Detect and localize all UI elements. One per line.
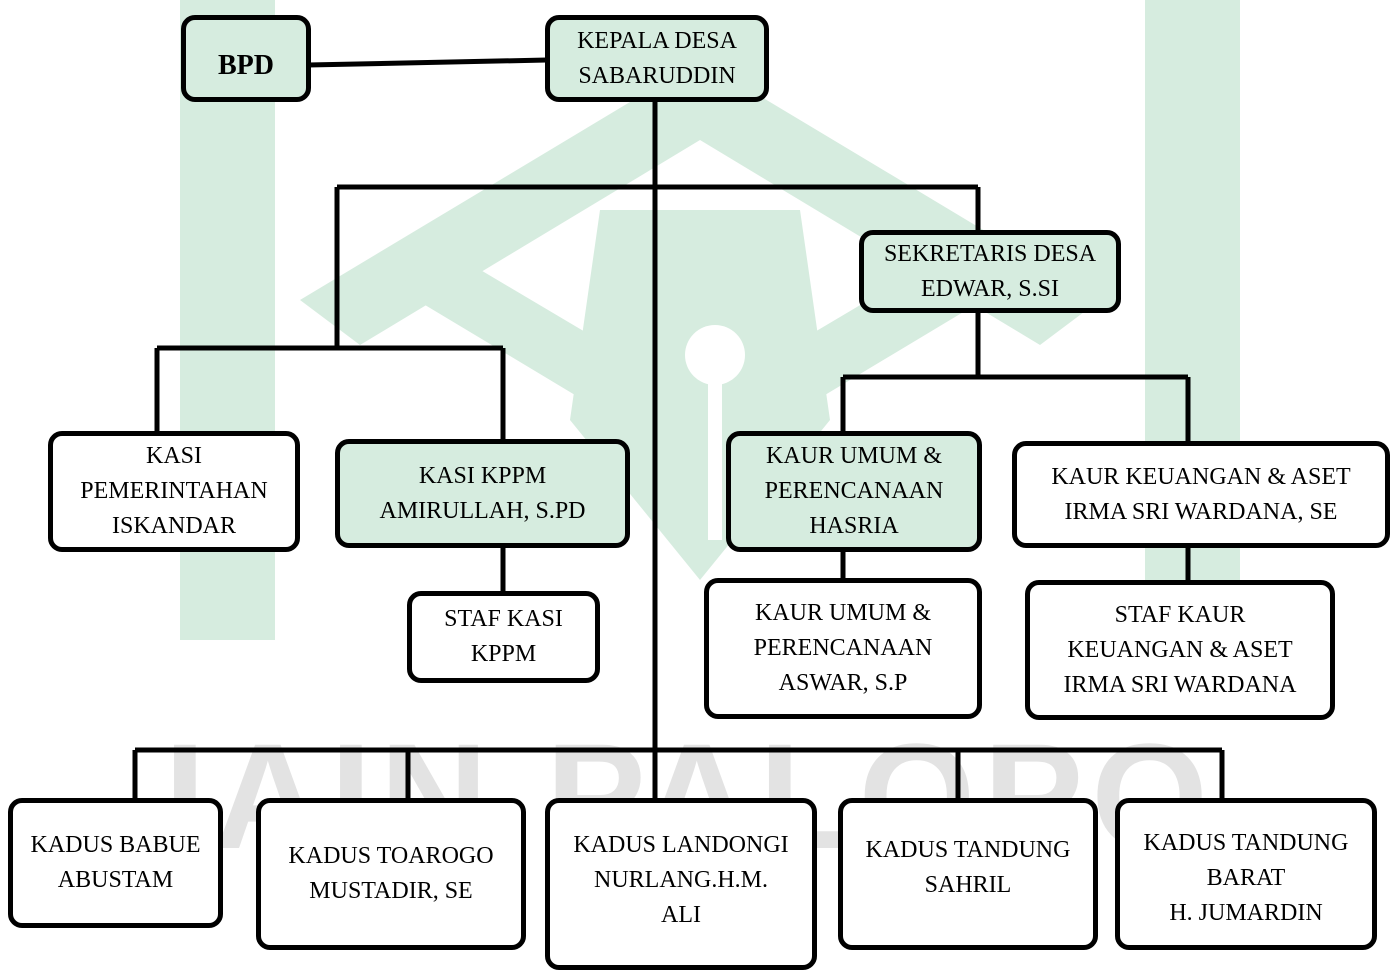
kaur-keuangan-box: KAUR KEUANGAN & ASET IRMA SRI WARDANA, S…: [1012, 441, 1390, 548]
kadus-tandung-barat-name: H. JUMARDIN: [1169, 899, 1323, 926]
kaur-umum-staf-line2: PERENCANAAN: [753, 635, 933, 661]
kaur-umum-line1: KAUR UMUM &: [765, 443, 942, 469]
kasi-pemerintahan-line1: KASI: [145, 443, 202, 469]
kadus-babue-box: KADUS BABUE ABUSTAM: [8, 798, 223, 928]
kepala-desa-title: KEPALA DESA: [577, 27, 737, 54]
kasi-pemerintahan-box: KASI PEMERINTAHAN ISKANDAR: [48, 431, 300, 552]
kadus-toarogo-name: MUSTADIR, SE: [309, 878, 473, 904]
kadus-tandung-title: KADUS TANDUNG: [865, 837, 1071, 863]
bpd-box: BPD: [181, 15, 311, 102]
kadus-tandung-name: SAHRIL: [924, 872, 1012, 898]
kaur-keuangan-title: KAUR KEUANGAN & ASET: [1051, 463, 1351, 490]
kepala-desa-box: KEPALA DESA SABARUDDIN: [545, 15, 769, 102]
kadus-tandung-box: KADUS TANDUNG SAHRIL: [838, 798, 1098, 950]
kaur-umum-staf-box: KAUR UMUM & PERENCANAAN ASWAR, S.P: [704, 578, 982, 719]
kaur-umum-line2: PERENCANAAN: [764, 478, 944, 504]
staf-kasi-kppm-line1: STAF KASI: [444, 606, 563, 632]
kadus-tandung-barat-line2: BARAT: [1206, 864, 1286, 891]
kasi-kppm-title: KASI KPPM: [418, 462, 547, 489]
staf-kaur-keuangan-line1: STAF KAUR: [1114, 601, 1246, 628]
sekretaris-desa-box: SEKRETARIS DESA EDWAR, S.SI: [859, 230, 1121, 313]
kadus-landongi-name1: NURLANG.H.M.: [594, 866, 768, 893]
kadus-tandung-barat-title: KADUS TANDUNG: [1143, 829, 1349, 856]
sekretaris-name: EDWAR, S.SI: [920, 275, 1059, 302]
kadus-toarogo-title: KADUS TOAROGO: [288, 843, 494, 869]
kaur-umum-name: HASRIA: [809, 513, 899, 539]
kasi-kppm-name: AMIRULLAH, S.PD: [379, 497, 586, 524]
kasi-pemerintahan-name: ISKANDAR: [111, 513, 236, 539]
kaur-umum-staf-name: ASWAR, S.P: [778, 670, 908, 696]
kadus-landongi-title: KADUS LANDONGI: [573, 831, 789, 858]
kepala-desa-name: SABARUDDIN: [578, 62, 736, 89]
staf-kaur-keuangan-line2: KEUANGAN & ASET: [1067, 636, 1293, 663]
kadus-tandung-barat-box: KADUS TANDUNG BARAT H. JUMARDIN: [1115, 798, 1377, 950]
kaur-umum-box: KAUR UMUM & PERENCANAAN HASRIA: [726, 431, 982, 552]
kadus-toarogo-box: KADUS TOAROGO MUSTADIR, SE: [256, 798, 526, 950]
kaur-umum-staf-line1: KAUR UMUM &: [754, 600, 931, 626]
sekretaris-title: SEKRETARIS DESA: [883, 240, 1097, 267]
staf-kasi-kppm-box: STAF KASI KPPM: [407, 591, 600, 683]
kadus-landongi-name2: ALI: [661, 901, 701, 928]
kadus-babue-title: KADUS BABUE: [30, 832, 201, 858]
staf-kaur-keuangan-name: IRMA SRI WARDANA: [1063, 671, 1297, 698]
staf-kaur-keuangan-box: STAF KAUR KEUANGAN & ASET IRMA SRI WARDA…: [1025, 580, 1335, 720]
staf-kasi-kppm-line2: KPPM: [470, 641, 537, 667]
kaur-keuangan-name: IRMA SRI WARDANA, SE: [1064, 498, 1338, 525]
bpd-label: BPD: [218, 50, 274, 81]
kadus-babue-name: ABUSTAM: [57, 867, 174, 893]
kadus-landongi-box: KADUS LANDONGI NURLANG.H.M. ALI: [545, 798, 817, 970]
kasi-kppm-box: KASI KPPM AMIRULLAH, S.PD: [335, 439, 630, 548]
kasi-pemerintahan-line2: PEMERINTAHAN: [80, 478, 268, 504]
